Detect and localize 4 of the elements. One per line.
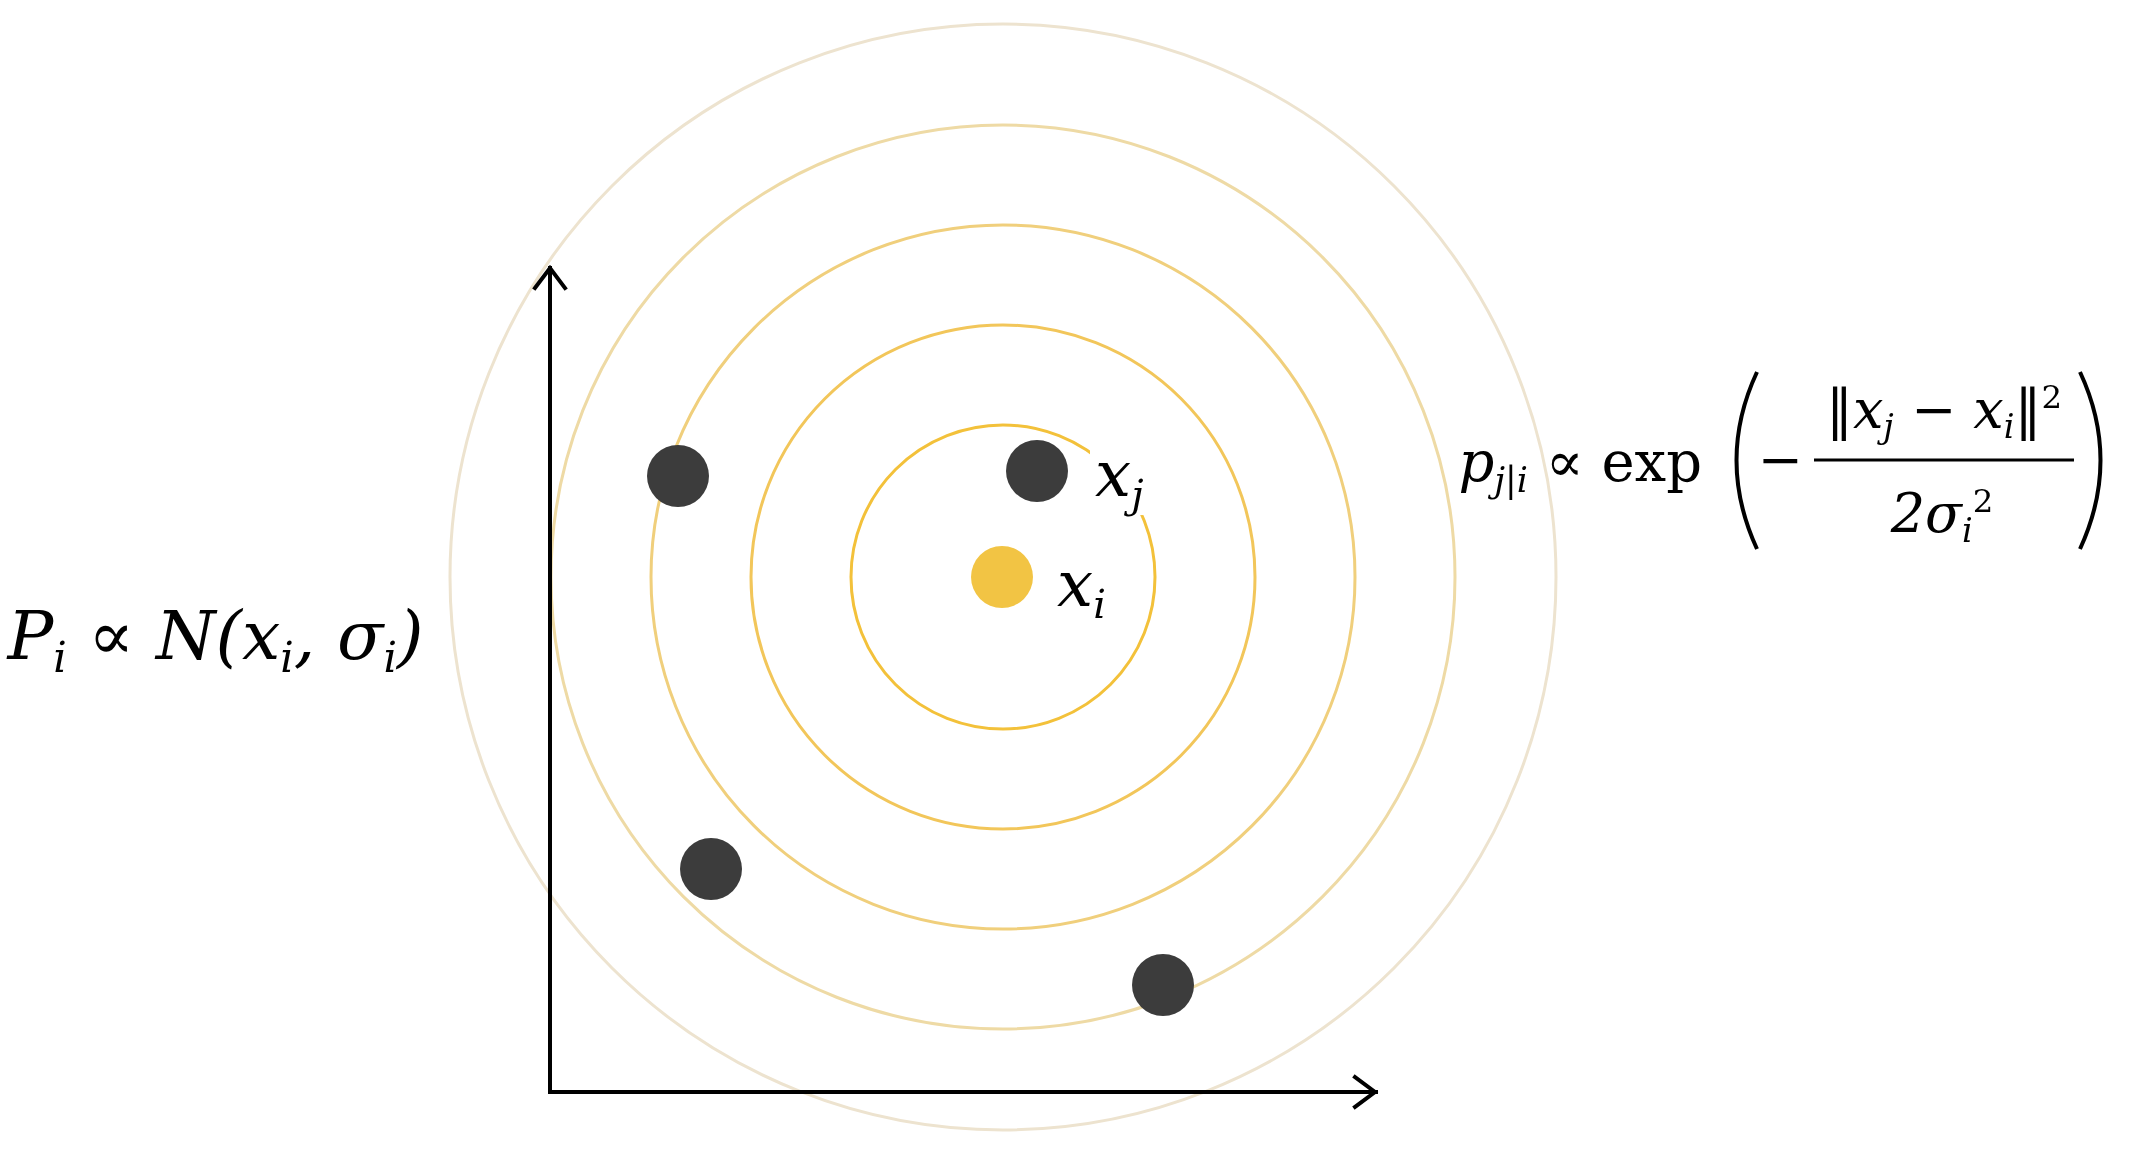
formula: p$_{j|i}$ ∝ exp <box>1457 428 1703 502</box>
fraction-numerator: ‖x$_{j}$ − x$_{i}$‖$^{2}$ <box>1824 376 2064 448</box>
formula: P$_{i}$ ∝ N(x$_{i}$, σ$_{i}$) <box>5 594 425 684</box>
minus-sign: − <box>1756 426 1804 493</box>
